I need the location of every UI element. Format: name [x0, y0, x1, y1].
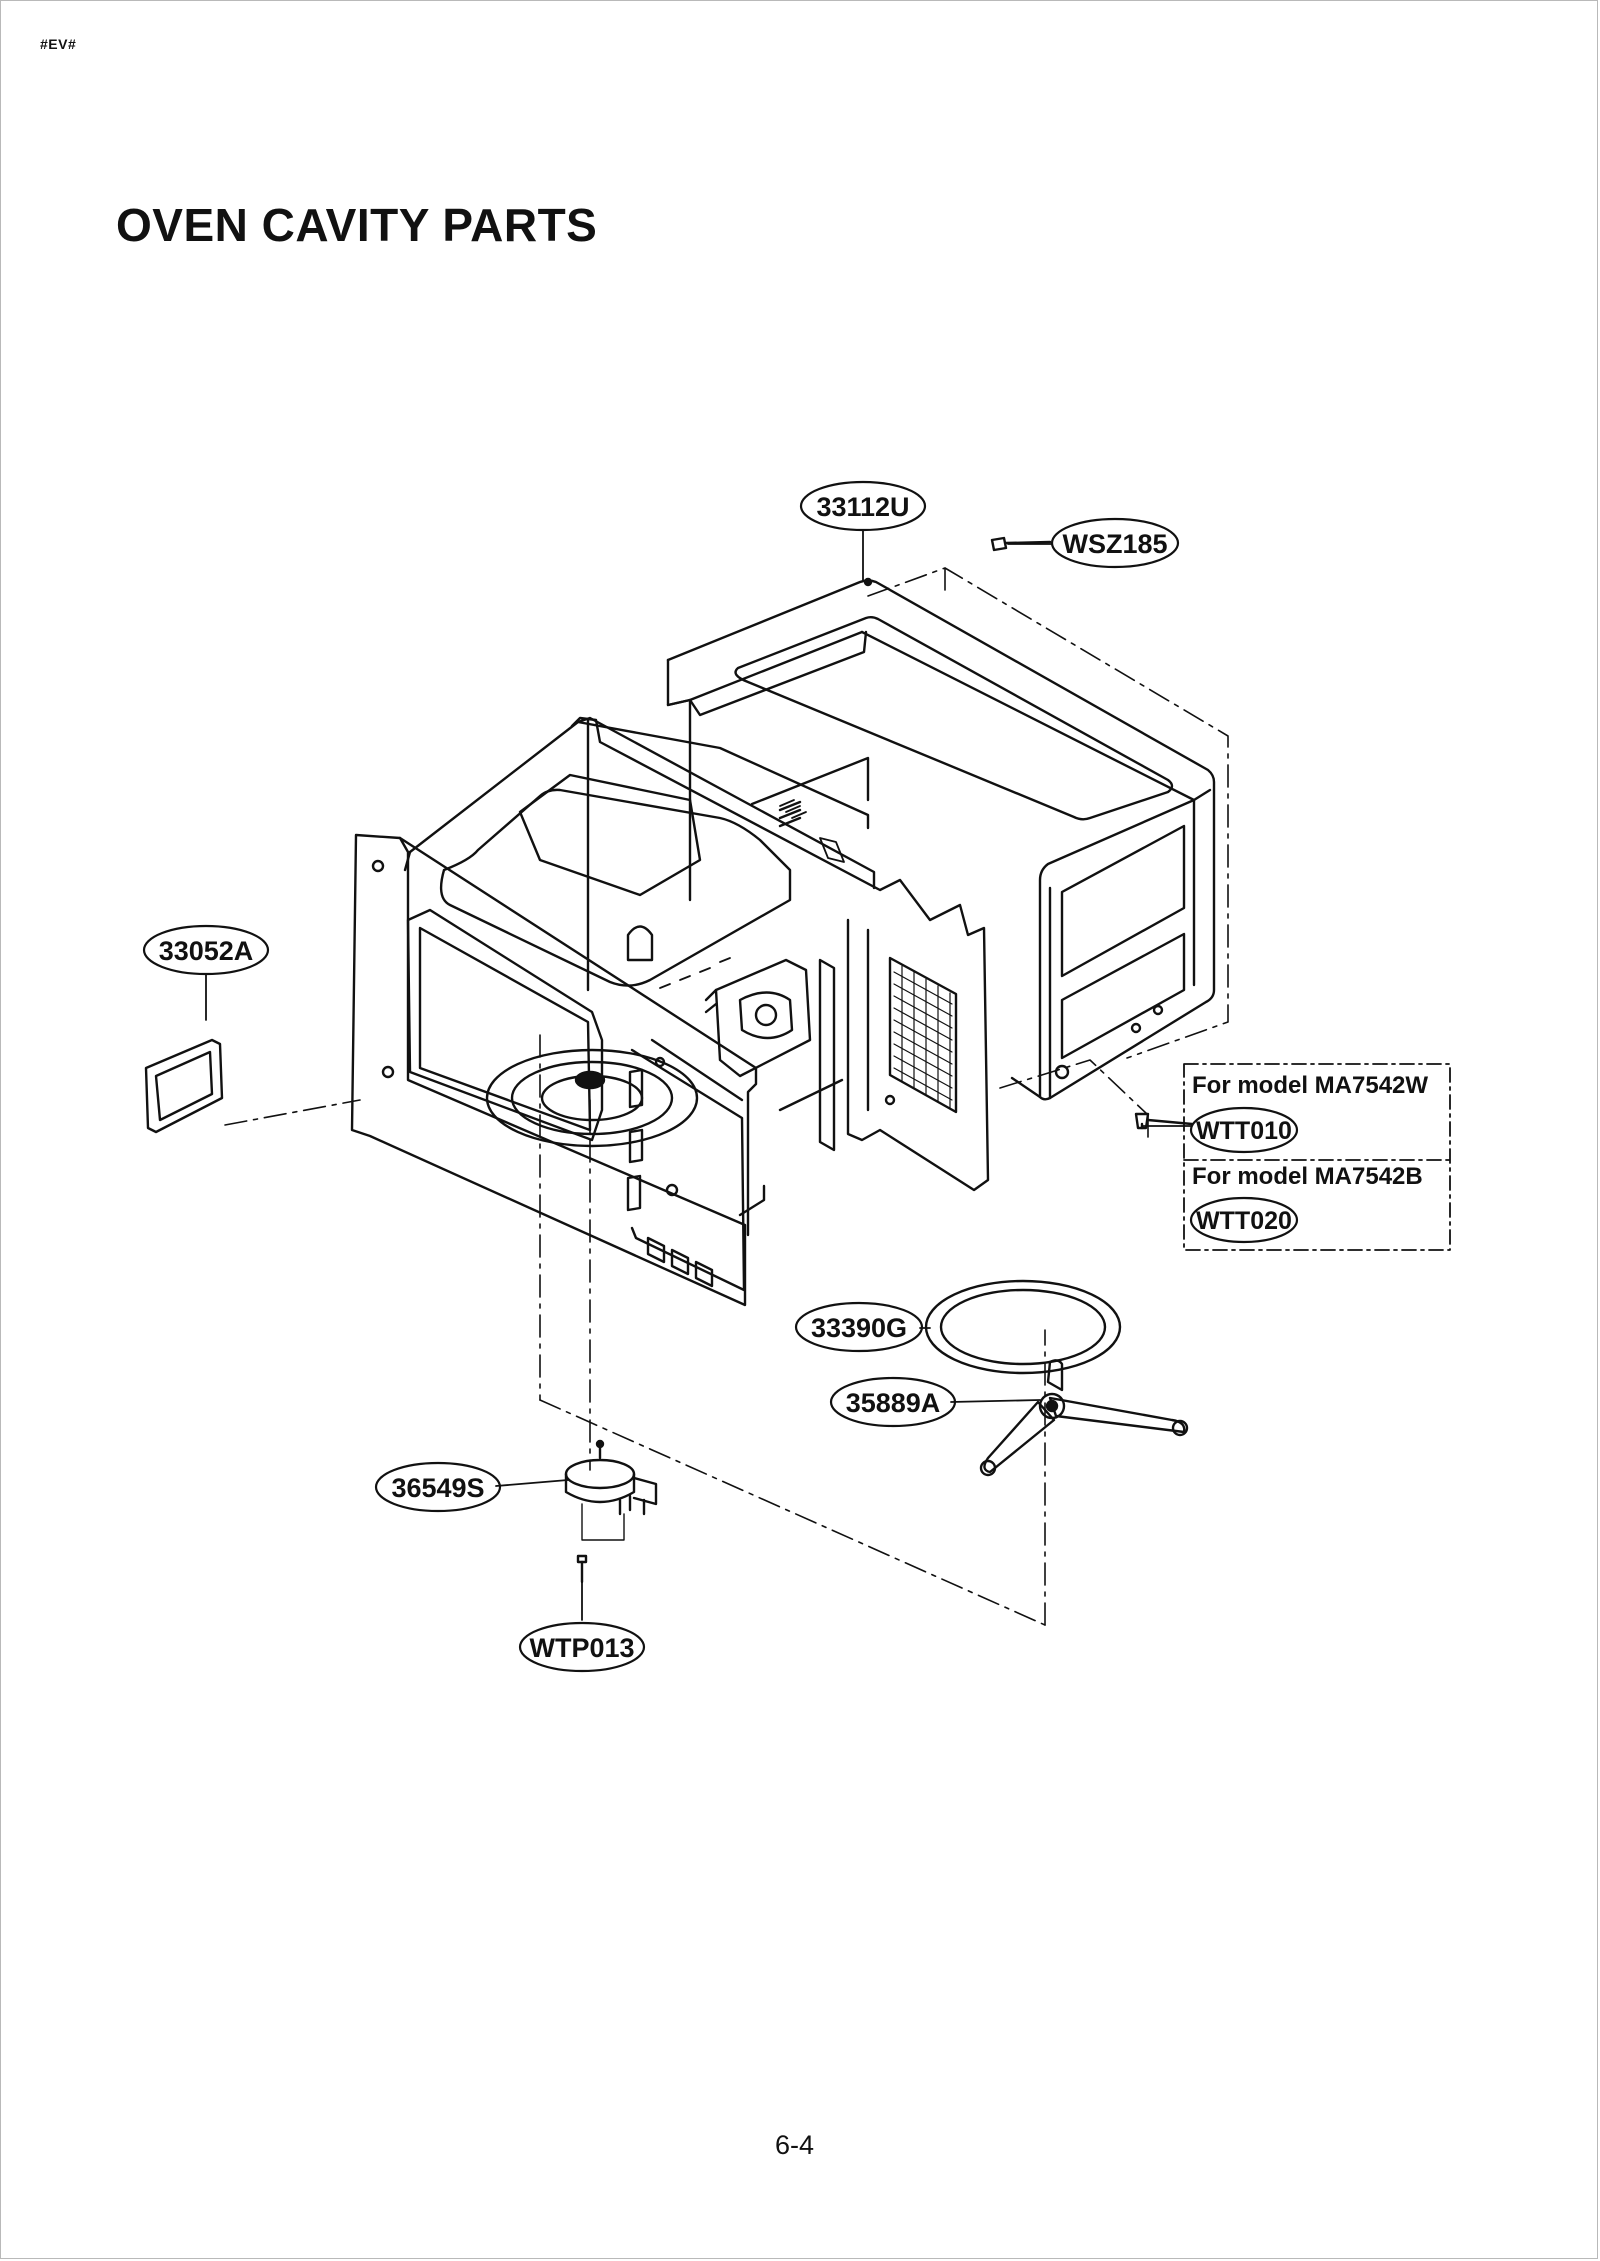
- document-code: #EV#: [40, 36, 77, 52]
- callout-roller-guide[interactable]: 35889A: [829, 1376, 957, 1428]
- callout-model-b-screw-label: WTT020: [1196, 1207, 1292, 1235]
- phantom-lines: [224, 567, 1229, 1626]
- screw-wtp013-drawing: [576, 1554, 588, 1584]
- page-title: OVEN CAVITY PARTS: [116, 199, 598, 251]
- cabinet-drawing: [666, 577, 1216, 1101]
- callout-glass-tray[interactable]: 33390G: [794, 1301, 924, 1353]
- model-note-w: For model MA7542W: [1192, 1072, 1428, 1099]
- callout-motor-screw[interactable]: WTP013: [518, 1621, 646, 1673]
- callout-cabinet[interactable]: 33112U: [799, 480, 927, 532]
- callout-roller-guide-label: 35889A: [846, 1388, 941, 1418]
- callout-waveguide-cover[interactable]: 33052A: [142, 924, 270, 976]
- callout-glass-tray-label: 33390G: [811, 1313, 907, 1343]
- glass-tray-drawing: [924, 1279, 1122, 1375]
- callout-cabinet-screw-label: WSZ185: [1062, 529, 1167, 559]
- callout-cabinet-label: 33112U: [816, 492, 909, 522]
- callout-model-w-screw-label: WTT010: [1196, 1117, 1292, 1145]
- waveguide-cover-drawing: [144, 1038, 224, 1134]
- callout-cabinet-screw[interactable]: WSZ185: [1050, 517, 1180, 569]
- cavity-drawing: [350, 716, 990, 1307]
- model-note-box: [1183, 1063, 1451, 1251]
- callout-motor-screw-label: WTP013: [529, 1633, 634, 1663]
- turntable-motor-drawing: [564, 1439, 658, 1541]
- leader-lines: [205, 529, 1193, 1621]
- callout-turntable-motor[interactable]: 36549S: [374, 1461, 502, 1513]
- callout-turntable-motor-label: 36549S: [391, 1473, 484, 1503]
- roller-guide-drawing: [979, 1359, 1189, 1477]
- callout-model-w-screw[interactable]: WTT010: [1189, 1106, 1299, 1154]
- callout-waveguide-cover-label: 33052A: [159, 936, 254, 966]
- screw-wsz185-drawing: [990, 536, 1052, 552]
- callout-model-b-screw[interactable]: WTT020: [1189, 1196, 1299, 1244]
- page-number: 6-4: [775, 2130, 815, 2160]
- model-note-b: For model MA7542B: [1192, 1163, 1423, 1190]
